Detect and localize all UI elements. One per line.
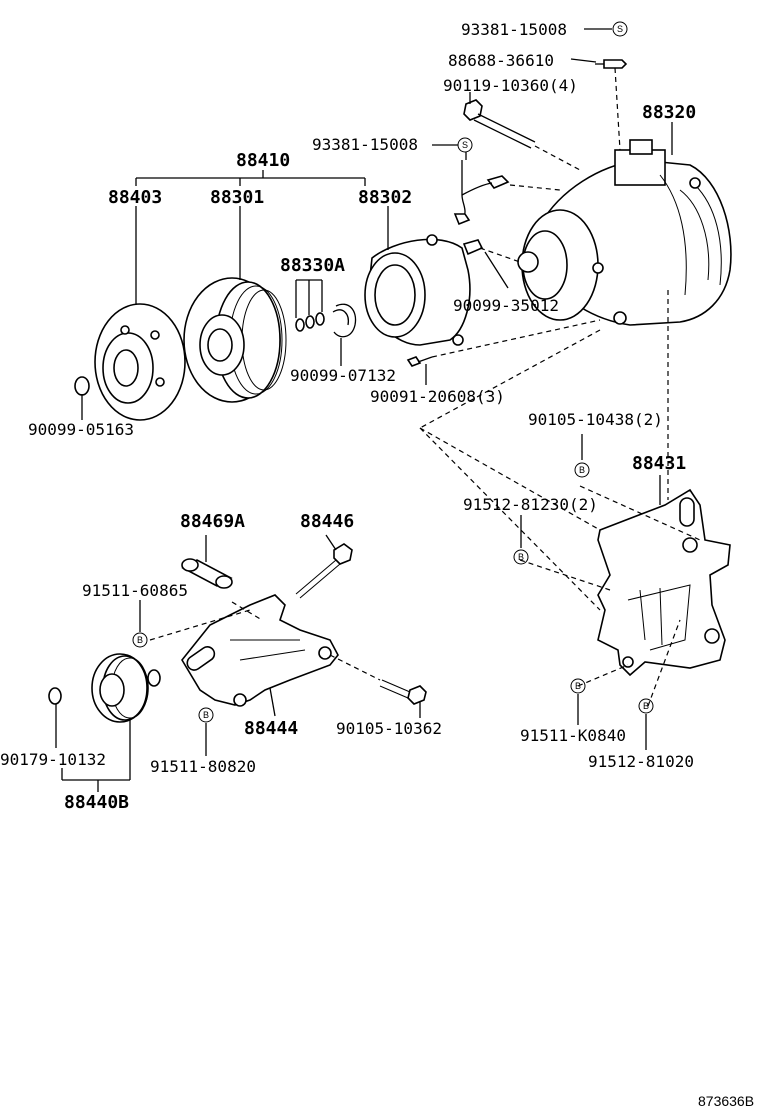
small-screw bbox=[595, 59, 628, 151]
bolt-90105-10362 bbox=[379, 679, 427, 705]
idler-arm-88444 bbox=[181, 594, 339, 707]
svg-text:S: S bbox=[617, 24, 623, 34]
stator-screw bbox=[406, 319, 601, 367]
b-mark-91511-K0840: B bbox=[570, 678, 586, 694]
label-88410[interactable]: 88410 bbox=[236, 150, 290, 171]
label-88301[interactable]: 88301 bbox=[210, 187, 264, 208]
label-90099-35012[interactable]: 90099-35012 bbox=[453, 296, 559, 315]
label-88302[interactable]: 88302 bbox=[358, 187, 412, 208]
svg-text:B: B bbox=[203, 710, 209, 720]
leader-lines bbox=[55, 28, 673, 792]
label-93381-15008-mid[interactable]: 93381-15008 bbox=[312, 135, 418, 154]
label-90105-10438[interactable]: 90105-10438(2) bbox=[528, 410, 663, 429]
label-90105-10362[interactable]: 90105-10362 bbox=[336, 719, 442, 738]
clutch-hub-88403 bbox=[94, 303, 186, 421]
b-mark-91512-81020: B bbox=[638, 698, 654, 714]
label-88444[interactable]: 88444 bbox=[244, 718, 298, 739]
label-88330A[interactable]: 88330A bbox=[280, 255, 345, 276]
bolt-88446 bbox=[295, 543, 353, 599]
sleeve-88469A bbox=[181, 558, 233, 589]
svg-text:S: S bbox=[462, 140, 468, 150]
label-88431[interactable]: 88431 bbox=[632, 453, 686, 474]
nut-90099-05163 bbox=[74, 376, 90, 396]
label-90179-10132[interactable]: 90179-10132 bbox=[0, 750, 106, 769]
label-91511-K0840[interactable]: 91511-K0840 bbox=[520, 726, 626, 745]
bracket-88431 bbox=[597, 488, 731, 677]
sensor-wire bbox=[453, 160, 561, 263]
svg-text:B: B bbox=[643, 701, 649, 711]
s-mark-top: S bbox=[612, 21, 628, 37]
stator-88302 bbox=[364, 234, 471, 346]
compressor-assembly bbox=[517, 139, 732, 326]
label-88446[interactable]: 88446 bbox=[300, 511, 354, 532]
label-88688-36610[interactable]: 88688-36610 bbox=[448, 51, 554, 70]
idler-pulley-88440B bbox=[91, 653, 161, 723]
long-bolt bbox=[463, 99, 581, 171]
clutch-pulley-88301 bbox=[183, 277, 287, 403]
spacer-shims-88330A bbox=[295, 312, 325, 332]
part-labels: 93381-15008 88688-36610 90119-10360(4) 8… bbox=[0, 20, 696, 813]
label-91512-81230[interactable]: 91512-81230(2) bbox=[463, 495, 598, 514]
label-88469A[interactable]: 88469A bbox=[180, 511, 245, 532]
label-93381-15008-top[interactable]: 93381-15008 bbox=[461, 20, 567, 39]
b-mark-90105-10438: B bbox=[574, 462, 590, 478]
svg-text:B: B bbox=[137, 635, 143, 645]
label-91511-80820[interactable]: 91511-80820 bbox=[150, 757, 256, 776]
snap-ring-90099-07132 bbox=[332, 303, 357, 338]
svg-text:B: B bbox=[575, 681, 581, 691]
label-88440B[interactable]: 88440B bbox=[64, 792, 129, 813]
label-90119-10360[interactable]: 90119-10360(4) bbox=[443, 76, 578, 95]
svg-text:B: B bbox=[518, 552, 524, 562]
label-91511-60865[interactable]: 91511-60865 bbox=[82, 581, 188, 600]
label-90099-05163[interactable]: 90099-05163 bbox=[28, 420, 134, 439]
s-mark-mid: S bbox=[457, 137, 473, 153]
illustration-reference-number: 873636B bbox=[698, 1093, 754, 1109]
svg-text:B: B bbox=[579, 465, 585, 475]
b-mark-91512-81230: B bbox=[513, 549, 529, 565]
label-91512-81020[interactable]: 91512-81020 bbox=[588, 752, 694, 771]
label-90099-07132[interactable]: 90099-07132 bbox=[290, 366, 396, 385]
label-88403[interactable]: 88403 bbox=[108, 187, 162, 208]
label-88320[interactable]: 88320 bbox=[642, 102, 696, 123]
b-mark-91511-60865: B bbox=[132, 632, 148, 648]
nut-90179-10132 bbox=[48, 687, 62, 705]
label-90091-20608[interactable]: 90091-20608(3) bbox=[370, 387, 505, 406]
b-mark-91511-80820: B bbox=[198, 707, 214, 723]
